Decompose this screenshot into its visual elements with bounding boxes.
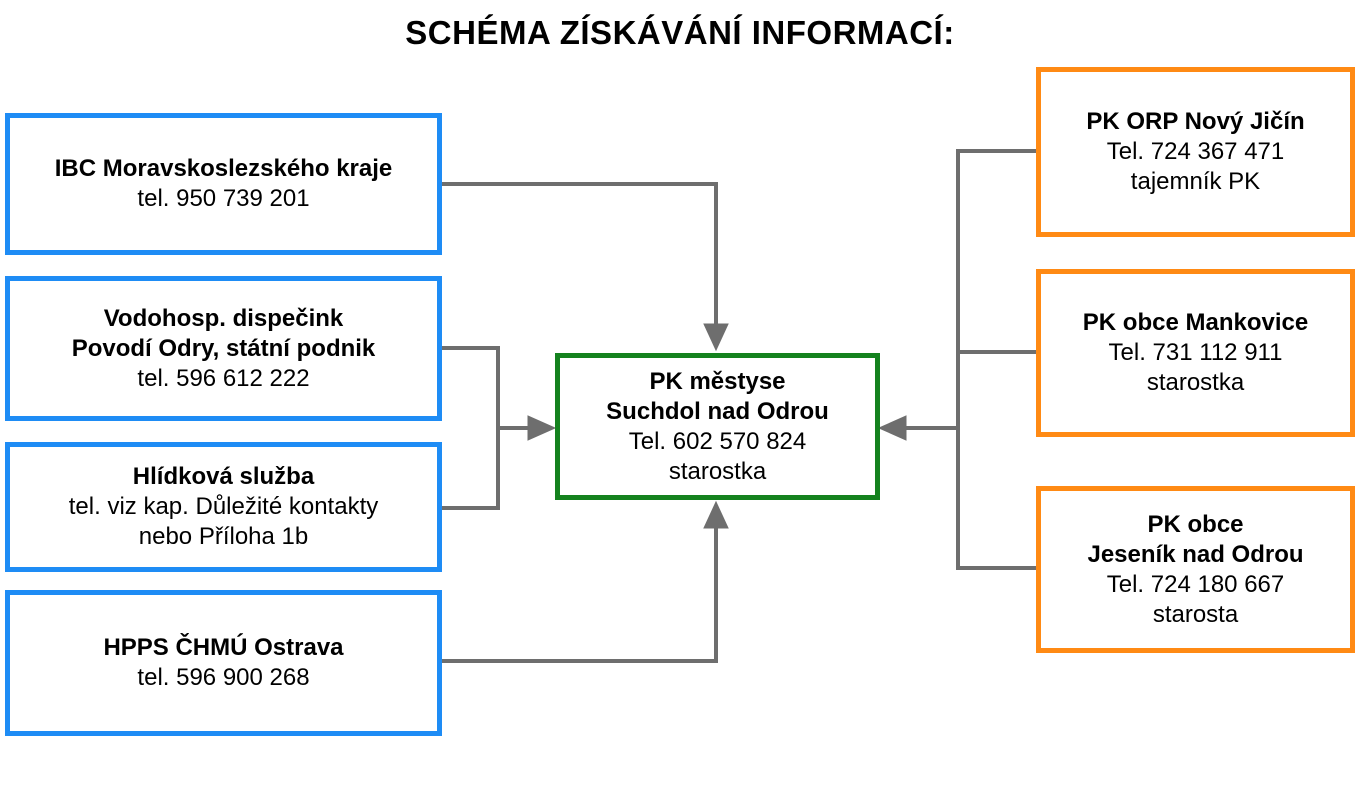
source-box-ibc: IBC Moravskoslezského kraje tel. 950 739… xyxy=(5,113,442,255)
neighbor-name-line2: Jeseník nad Odrou xyxy=(1087,540,1304,568)
source-name: Hlídková služba xyxy=(132,463,315,490)
center-phone: Tel. 602 570 824 xyxy=(628,427,807,455)
neighbor-phone: Tel. 731 112 911 xyxy=(1108,339,1283,366)
source-phone: tel. viz kap. Důležité kontakty xyxy=(68,493,379,520)
arrowhead-top xyxy=(703,323,729,352)
connector-hpps xyxy=(442,524,718,663)
source-phone: tel. 596 900 268 xyxy=(137,664,310,691)
neighbor-role: tajemník PK xyxy=(1130,168,1261,195)
arrowhead-bottom xyxy=(703,500,729,529)
center-box-suchdol: PK městyse Suchdol nad Odrou Tel. 602 57… xyxy=(555,353,880,500)
source-name: Vodohosp. dispečink xyxy=(103,304,344,332)
neighbor-box-mankovice: PK obce Mankovice Tel. 731 112 911 staro… xyxy=(1036,269,1355,437)
source-phone-line2: nebo Příloha 1b xyxy=(138,523,309,550)
neighbor-box-novy-jicin: PK ORP Nový Jičín Tel. 724 367 471 tajem… xyxy=(1036,67,1355,237)
connector-right-bracket xyxy=(956,149,1036,570)
neighbor-name: PK ORP Nový Jičín xyxy=(1086,108,1305,135)
neighbor-role: starosta xyxy=(1152,600,1239,628)
source-name-line2: Povodí Odry, státní podnik xyxy=(71,334,376,362)
center-name-line2: Suchdol nad Odrou xyxy=(606,397,829,425)
source-box-hlidkova: Hlídková služba tel. viz kap. Důležité k… xyxy=(5,442,442,572)
source-name: HPPS ČHMÚ Ostrava xyxy=(103,634,344,661)
neighbor-phone: Tel. 724 180 667 xyxy=(1106,570,1285,598)
neighbor-box-jesenik: PK obce Jeseník nad Odrou Tel. 724 180 6… xyxy=(1036,486,1355,653)
source-phone: tel. 950 739 201 xyxy=(137,185,310,212)
arrowhead-left xyxy=(527,415,557,441)
connector-vodohosp xyxy=(442,346,500,510)
neighbor-phone: Tel. 724 367 471 xyxy=(1106,138,1285,165)
neighbor-name: PK obce xyxy=(1147,510,1244,538)
connector-ibc xyxy=(442,182,718,330)
neighbor-role: starostka xyxy=(1146,369,1245,396)
source-phone: tel. 596 612 222 xyxy=(137,364,310,392)
center-role: starostka xyxy=(668,457,767,485)
source-box-hpps: HPPS ČHMÚ Ostrava tel. 596 900 268 xyxy=(5,590,442,736)
diagram-title: SCHÉMA ZÍSKÁVÁNÍ INFORMACÍ: xyxy=(405,14,955,51)
center-name: PK městyse xyxy=(649,367,786,395)
neighbor-name: PK obce Mankovice xyxy=(1082,309,1309,336)
arrowhead-right xyxy=(877,415,907,441)
source-box-vodohosp: Vodohosp. dispečink Povodí Odry, státní … xyxy=(5,276,442,421)
source-name: IBC Moravskoslezského kraje xyxy=(54,155,393,182)
